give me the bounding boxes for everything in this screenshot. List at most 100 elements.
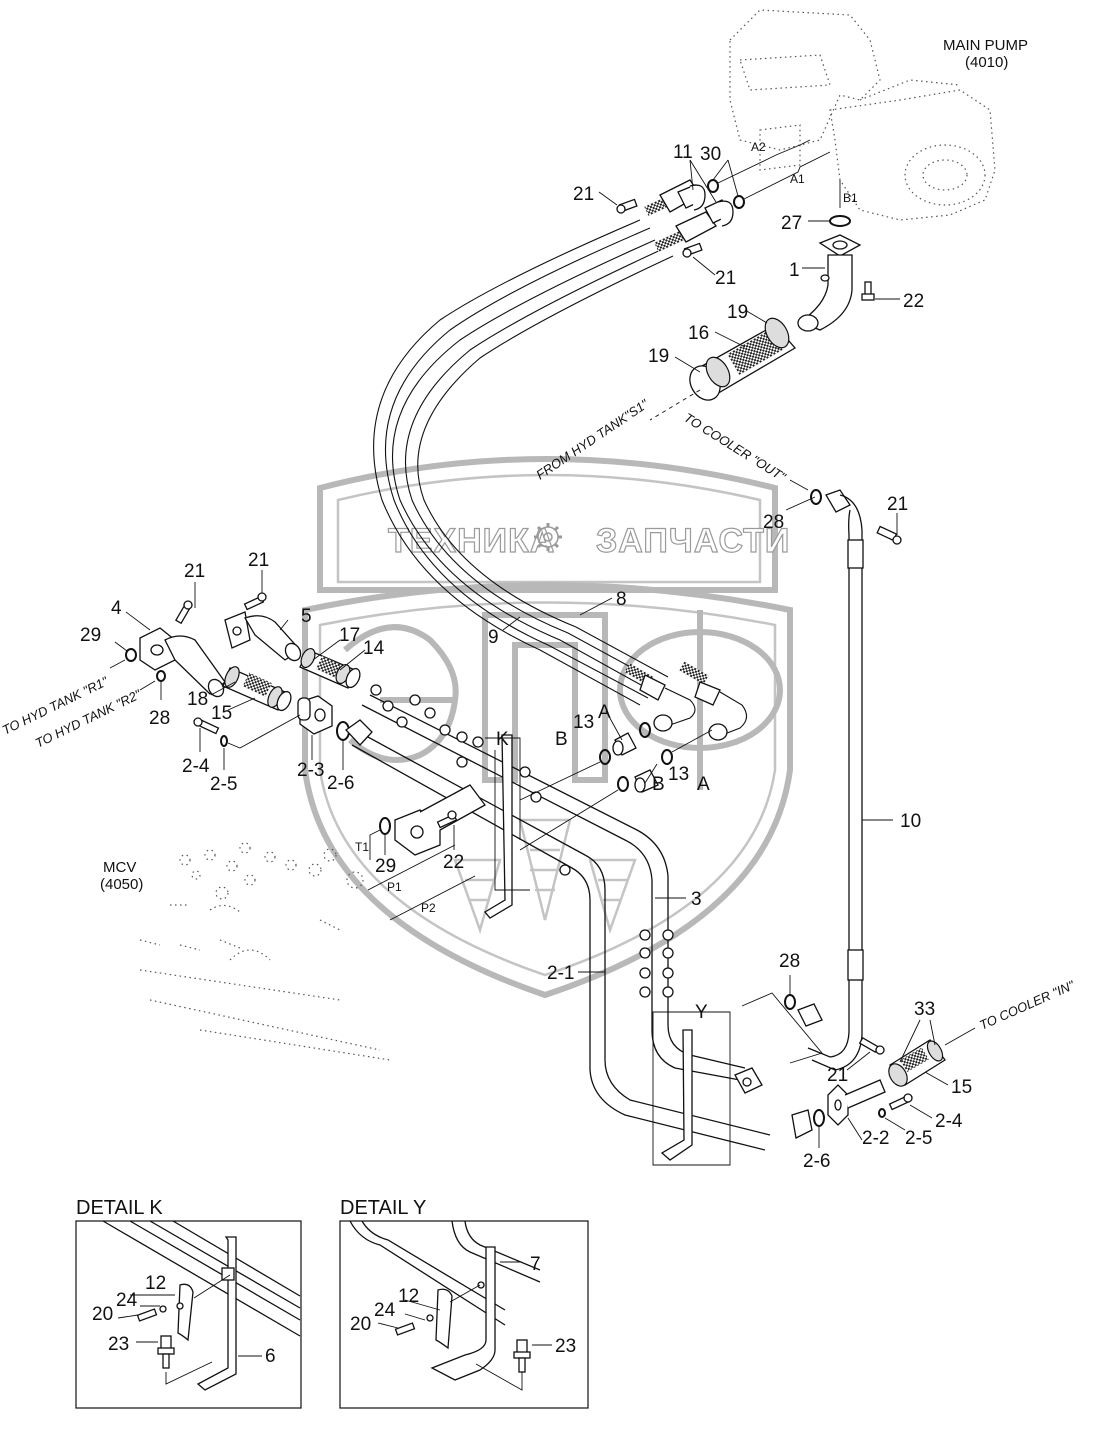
callout-2-5-right: 2-5	[905, 1128, 932, 1149]
oring-29-left	[125, 648, 137, 662]
port-a1-line	[743, 151, 831, 200]
hose-9	[373, 219, 651, 706]
bolt-21-cooler	[876, 525, 902, 545]
suction-pipe-1	[797, 234, 862, 332]
flange-2-2	[827, 1079, 886, 1126]
mcv-name: MCV	[103, 859, 136, 876]
adapter-13-upper	[612, 732, 637, 756]
port-p2-label: P2	[421, 901, 436, 915]
callout-22-mcv: 22	[443, 852, 464, 873]
detail-y-callout-20: 20	[350, 1314, 371, 1335]
bracket-6	[484, 734, 513, 919]
callout-33: 33	[914, 999, 935, 1020]
callout-10: 10	[900, 811, 921, 832]
callout-21-lower: 21	[827, 1065, 848, 1086]
gear-icon	[534, 523, 562, 551]
r2-arrow	[139, 680, 156, 691]
port-a-upper-label: A	[598, 702, 611, 723]
callout-1: 1	[789, 260, 800, 281]
manifold-fittings	[370, 684, 674, 998]
port-p2-line	[389, 875, 476, 921]
callout-19-upper: 19	[727, 302, 748, 323]
callout-21-cooler: 21	[887, 494, 908, 515]
to-cooler-in-label: TO COOLER "IN"	[977, 977, 1078, 1033]
detail-k-callout-24: 24	[116, 1290, 138, 1311]
detail-y-marker-box	[652, 1011, 731, 1166]
callout-13-upper: 13	[573, 712, 594, 733]
from-hyd-tank-s1-label: FROM HYD TANK"S1"	[533, 396, 652, 483]
washer-2-5-left	[220, 735, 228, 747]
flange-2-3	[297, 695, 333, 735]
detail-k-frame	[75, 1220, 302, 1409]
oring-a-upper	[639, 722, 651, 738]
port-p1-line	[367, 844, 456, 891]
flange-2-1-end	[791, 1109, 813, 1139]
callout-numbers: 11 30 21 21 27 1 22 19 16 19 28 21 21 21…	[80, 142, 972, 1172]
bolt-21-top2	[682, 242, 703, 258]
return-pipe-4	[139, 627, 226, 698]
callout-15-left: 15	[211, 703, 232, 724]
watermark-text-right: ЗАПЧАСТИ	[596, 522, 790, 560]
callout-5: 5	[301, 606, 312, 627]
detail-k-callout-23: 23	[108, 1334, 129, 1355]
detail-y: DETAIL Y 7 12 24 20 23	[339, 1197, 589, 1409]
oring-29-mcv	[379, 817, 391, 835]
callout-16: 16	[688, 323, 709, 344]
bolt-22-top	[861, 281, 875, 301]
hose-8	[391, 239, 674, 691]
oring-30-a2	[707, 179, 719, 193]
callout-18: 18	[187, 689, 208, 710]
callout-leaders	[114, 159, 949, 1148]
detail-y-callout-24: 24	[374, 1300, 396, 1321]
port-p1-label: P1	[387, 880, 402, 894]
watermark-top-panel	[317, 456, 778, 593]
callout-2-2: 2-2	[862, 1128, 889, 1149]
callout-11: 11	[673, 142, 693, 163]
port-b-upper-label: B	[555, 729, 568, 750]
oring-28-cooler-out	[810, 489, 822, 505]
oring-27	[829, 215, 851, 227]
callout-13-lower: 13	[668, 764, 689, 785]
callout-21-left2: 21	[248, 550, 269, 571]
callout-29-left: 29	[80, 625, 101, 646]
oring-28-lower	[784, 994, 796, 1010]
bolt-21-lower	[858, 1037, 885, 1055]
callout-3: 3	[691, 889, 702, 910]
bolt-2-4-right	[888, 1093, 913, 1111]
port-a1-label: A1	[790, 172, 805, 186]
port-t1-label: T1	[355, 840, 369, 854]
callout-27: 27	[781, 213, 802, 234]
main-pump-name: MAIN PUMP	[943, 37, 1028, 54]
return-pipe-5	[224, 611, 302, 662]
callout-17: 17	[339, 625, 360, 646]
split-flanges	[677, 184, 734, 227]
hose-15-left	[222, 666, 292, 712]
watermark-shield	[302, 582, 793, 999]
cooler-out-arrow	[789, 479, 809, 491]
port-t1-line	[369, 829, 381, 860]
oring-b-lower	[617, 776, 629, 792]
callout-2-4-left: 2-4	[182, 756, 210, 777]
cooler-in-arrow	[944, 1027, 976, 1046]
callout-21-top2: 21	[715, 268, 736, 289]
callout-2-6-right: 2-6	[803, 1151, 830, 1172]
bolt-23-k-leader	[165, 1361, 213, 1385]
detail-y-callout-23: 23	[555, 1336, 576, 1357]
return-pipe-10	[797, 489, 864, 1071]
flange-y-block	[734, 1067, 763, 1094]
callout-2-5-left: 2-5	[210, 774, 237, 795]
callout-4: 4	[111, 598, 122, 619]
callout-14: 14	[363, 638, 385, 659]
hose-33-15-right	[888, 1039, 946, 1087]
callout-28-cooler: 28	[763, 512, 784, 533]
watermark-top-inner	[336, 473, 762, 584]
bolt-2-4-left	[193, 717, 220, 735]
detail-y-callout-12: 12	[398, 1286, 419, 1307]
port-a2-label: A2	[751, 140, 766, 154]
leader-2-5-left-flange	[227, 714, 301, 749]
detail-k-title: DETAIL K	[76, 1197, 163, 1219]
oring-30-a1	[733, 195, 745, 209]
suction-hose-16	[689, 317, 797, 401]
mcv-code: (4050)	[100, 876, 143, 893]
